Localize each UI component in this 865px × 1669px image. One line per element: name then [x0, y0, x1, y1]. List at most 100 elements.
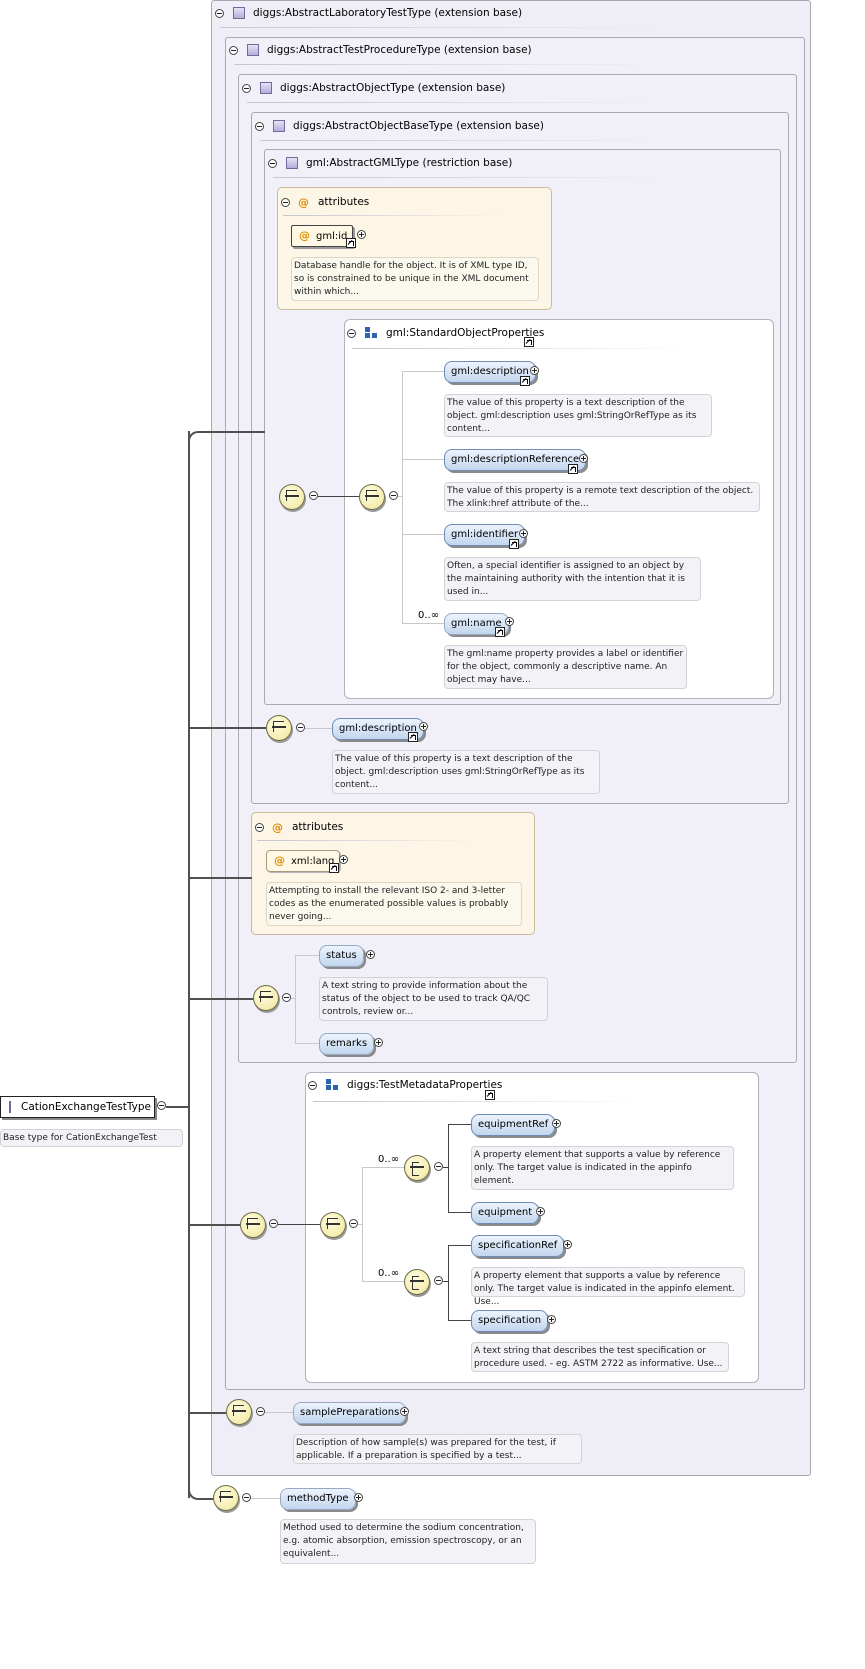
expand-icon[interactable] — [505, 617, 514, 626]
element-method-type[interactable]: methodType — [280, 1488, 356, 1510]
element-remarks[interactable]: remarks — [319, 1033, 375, 1055]
expand-icon[interactable] — [339, 855, 348, 864]
collapse-toggle[interactable] — [255, 121, 264, 131]
reference-arrow-icon[interactable] — [329, 863, 339, 873]
connector — [448, 1124, 449, 1212]
element-gml-description[interactable]: gml:description — [444, 361, 536, 383]
reference-arrow-icon[interactable] — [524, 337, 534, 347]
header-separator — [247, 102, 667, 103]
equipment-ref-documentation: A property element that supports a value… — [471, 1146, 734, 1190]
gml-description-2-documentation: The value of this property is a text des… — [332, 750, 600, 794]
collapse-toggle[interactable] — [296, 723, 305, 732]
attributes-box-xml-lang: @ attributes @xml:lang Attempting to ins… — [251, 812, 535, 935]
collapse-toggle[interactable] — [389, 491, 398, 500]
collapse-toggle[interactable] — [215, 8, 224, 18]
sequence-compositor-icon — [213, 1485, 239, 1511]
collapse-toggle[interactable] — [256, 1407, 265, 1416]
expand-icon[interactable] — [519, 529, 528, 538]
attributes-title: attributes — [292, 821, 344, 833]
complex-type-icon — [233, 7, 245, 19]
collapse-toggle[interactable] — [434, 1276, 443, 1285]
group-icon — [365, 327, 377, 339]
expand-icon[interactable] — [563, 1240, 572, 1249]
header-separator — [220, 27, 660, 28]
expand-icon[interactable] — [536, 1207, 545, 1216]
expand-icon[interactable] — [579, 454, 588, 463]
expand-icon[interactable] — [530, 366, 539, 375]
branch-connector — [200, 431, 265, 433]
xml-lang-documentation: Attempting to install the relevant ISO 2… — [266, 882, 522, 926]
collapse-toggle[interactable] — [282, 993, 291, 1002]
sequence-compositor-icon — [240, 1212, 266, 1238]
connector — [295, 1043, 319, 1044]
expand-icon[interactable] — [354, 1493, 363, 1502]
root-documentation: Base type for CationExchangeTest — [0, 1129, 183, 1147]
sequence-compositor-icon — [359, 484, 385, 510]
expand-icon[interactable] — [547, 1315, 556, 1324]
complex-type-icon — [260, 82, 272, 94]
sequence-compositor-icon — [253, 985, 279, 1011]
root-cation-exchange-test-type[interactable]: CationExchangeTestType — [0, 1096, 155, 1118]
collapse-toggle[interactable] — [269, 1219, 278, 1228]
element-sample-preparations[interactable]: samplePreparations — [293, 1402, 407, 1424]
collapse-toggle[interactable] — [349, 1219, 358, 1228]
complex-type-icon — [273, 120, 285, 132]
header-separator — [234, 64, 664, 65]
reference-arrow-icon[interactable] — [495, 627, 505, 637]
connector-corner — [188, 431, 202, 445]
gml-description-reference-documentation: The value of this property is a remote t… — [444, 482, 760, 512]
gml-description-documentation: The value of this property is a text des… — [444, 394, 712, 437]
collapse-toggle[interactable] — [281, 197, 290, 207]
attribute-xml-lang[interactable]: @xml:lang — [266, 850, 341, 872]
reference-arrow-icon[interactable] — [520, 376, 530, 386]
collapse-toggle[interactable] — [255, 822, 264, 832]
connector — [402, 371, 444, 372]
collapse-toggle[interactable] — [434, 1162, 443, 1171]
attribute-icon: @ — [299, 229, 310, 242]
sequence-compositor-icon — [279, 484, 305, 510]
collapse-toggle[interactable] — [157, 1101, 166, 1110]
branch-connector — [200, 1498, 213, 1500]
collapse-toggle[interactable] — [347, 328, 356, 338]
connector — [402, 534, 444, 535]
collapse-toggle[interactable] — [308, 1080, 317, 1090]
reference-arrow-icon[interactable] — [509, 539, 519, 549]
expand-icon[interactable] — [552, 1119, 561, 1128]
reference-arrow-icon[interactable] — [485, 1090, 495, 1100]
element-equipment-ref[interactable]: equipmentRef — [471, 1114, 556, 1136]
reference-arrow-icon[interactable] — [346, 238, 356, 248]
collapse-toggle[interactable] — [229, 45, 238, 55]
collapse-toggle[interactable] — [242, 83, 251, 93]
element-equipment[interactable]: equipment — [471, 1202, 540, 1224]
element-specification-ref[interactable]: specificationRef — [471, 1235, 565, 1257]
element-gml-description-2[interactable]: gml:description — [332, 718, 424, 740]
group-title: gml:StandardObjectProperties — [386, 327, 545, 339]
expand-icon[interactable] — [400, 1407, 409, 1416]
reference-arrow-icon[interactable] — [408, 732, 418, 742]
branch-connector — [190, 998, 253, 1000]
box-title: diggs:AbstractObjectBaseType (extension … — [293, 120, 544, 132]
method-type-documentation: Method used to determine the sodium conc… — [280, 1519, 536, 1564]
attribute-gml-id[interactable]: @gml:id — [291, 225, 354, 247]
connector — [448, 1124, 471, 1125]
expand-icon[interactable] — [419, 722, 428, 731]
main-trunk-connector — [188, 431, 190, 1498]
expand-icon[interactable] — [374, 1038, 383, 1047]
connector — [358, 1224, 362, 1225]
box-title: diggs:AbstractTestProcedureType (extensi… — [267, 44, 532, 56]
collapse-toggle[interactable] — [242, 1493, 251, 1502]
collapse-toggle[interactable] — [309, 491, 318, 500]
header-standard-object-properties: gml:StandardObjectProperties — [347, 325, 544, 341]
expand-icon[interactable] — [357, 230, 366, 239]
expand-icon[interactable] — [366, 950, 375, 959]
occurrence-label: 0..∞ — [378, 1268, 400, 1279]
collapse-toggle[interactable] — [268, 158, 277, 168]
connector — [251, 1498, 280, 1499]
element-specification[interactable]: specification — [471, 1310, 549, 1332]
connector — [402, 623, 444, 624]
element-status[interactable]: status — [319, 945, 364, 967]
reference-arrow-icon[interactable] — [568, 464, 578, 474]
element-gml-description-reference[interactable]: gml:descriptionReference — [444, 449, 587, 471]
branch-connector — [190, 1224, 240, 1226]
branch-connector — [190, 1412, 226, 1414]
